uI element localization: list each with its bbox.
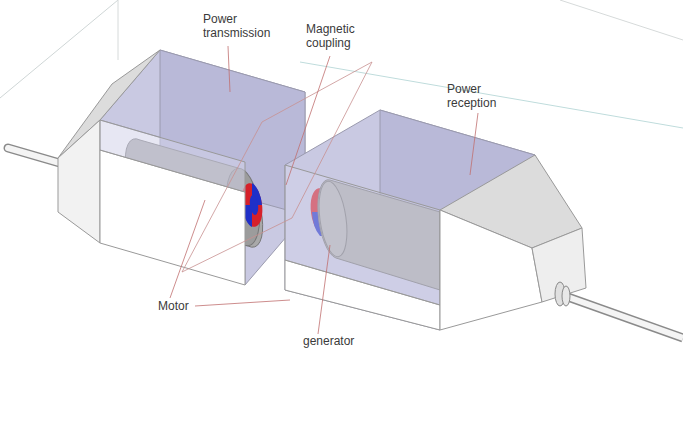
guide-line xyxy=(118,0,119,60)
guide-line xyxy=(0,0,118,98)
shaft-nut xyxy=(562,286,570,306)
guide-line xyxy=(300,62,683,128)
shaft xyxy=(565,296,683,338)
housing-front-cut xyxy=(100,120,245,192)
magnet-pole xyxy=(249,195,260,216)
leader-line xyxy=(170,200,205,298)
leader-line xyxy=(228,46,230,92)
leader-line xyxy=(286,56,330,185)
callout-label: generator xyxy=(303,334,383,348)
leader-line xyxy=(318,245,330,334)
leader-line xyxy=(195,300,290,306)
callout-label: Power reception xyxy=(447,82,525,110)
coupling-bracket xyxy=(182,62,372,272)
housing-cap-front xyxy=(58,120,100,243)
callout-label: Power transmission xyxy=(203,12,283,40)
leader-line xyxy=(470,113,478,175)
housing-interior xyxy=(100,50,305,285)
callout-label: Magnetic coupling xyxy=(306,22,372,50)
housing-cap-front xyxy=(440,210,542,330)
guide-line xyxy=(560,0,683,40)
callout-label: Motor xyxy=(158,299,218,313)
shaft xyxy=(565,296,683,338)
